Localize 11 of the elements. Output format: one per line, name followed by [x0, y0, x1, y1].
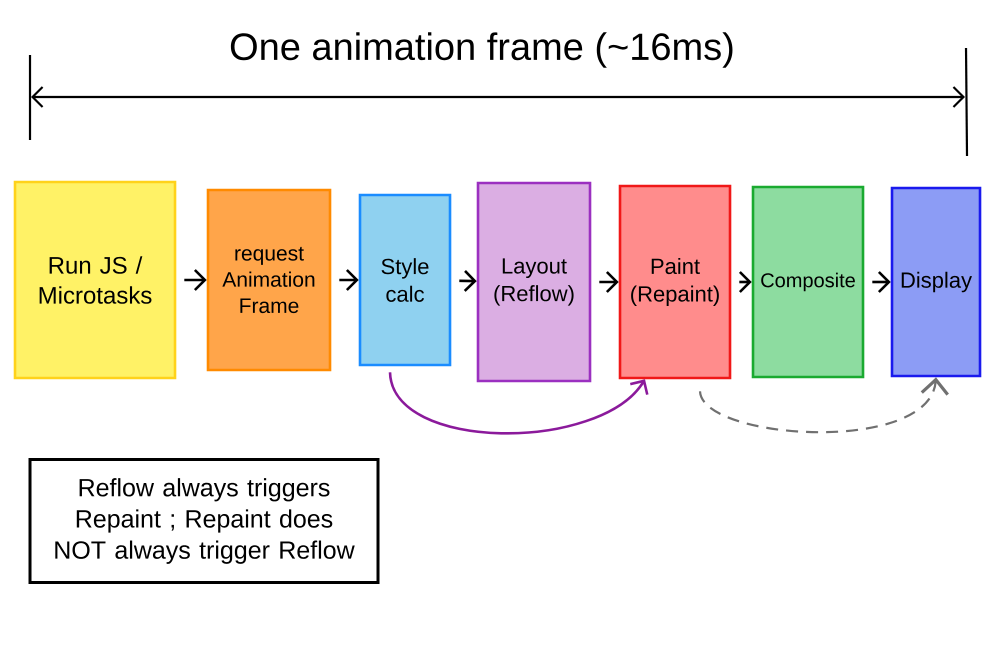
- dimension-label: One animation frame (~16ms): [230, 32, 732, 68]
- process-box: Style calc: [358, 194, 452, 366]
- process-box: request Animation Frame: [206, 188, 332, 372]
- process-box: Layout (Reflow): [476, 182, 592, 382]
- dashed-arrow: [699, 377, 949, 434]
- process-box: Run JS / Microtasks: [14, 180, 176, 380]
- process-box: Composite: [752, 186, 864, 378]
- note-box: Reflow always triggers Repaint ; Repaint does NOT always trigger Reflow: [28, 458, 380, 584]
- process-box: Paint (Repaint): [618, 184, 732, 380]
- curved-arrow: [388, 372, 649, 435]
- process-box: Display: [890, 186, 982, 378]
